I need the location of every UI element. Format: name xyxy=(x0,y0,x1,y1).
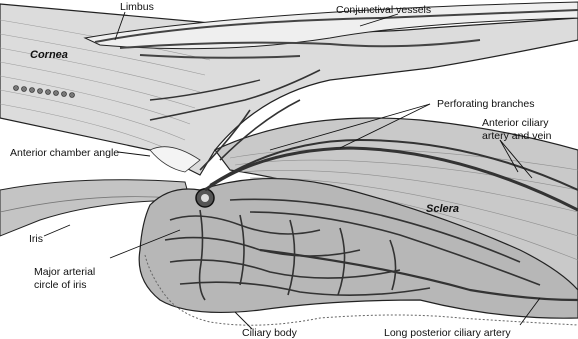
label-major-arterial-2: circle of iris xyxy=(34,279,87,291)
label-iris: Iris xyxy=(29,233,43,245)
label-anterior-ciliary-1: Anterior ciliary xyxy=(482,117,549,129)
label-major-arterial-1: Major arterial xyxy=(34,266,95,278)
label-limbus: Limbus xyxy=(120,1,154,13)
label-cornea: Cornea xyxy=(30,49,68,61)
major-arterial-lumen xyxy=(201,194,209,202)
label-sclera: Sclera xyxy=(426,203,459,215)
label-long-posterior-ciliary-artery: Long posterior ciliary artery xyxy=(384,327,511,339)
label-anterior-chamber-angle: Anterior chamber angle xyxy=(10,147,119,159)
label-anterior-ciliary-2: artery and vein xyxy=(482,130,552,142)
label-ciliary-body: Ciliary body xyxy=(242,327,298,339)
label-perforating-branches: Perforating branches xyxy=(437,98,534,110)
label-conjunctival-vessels: Conjunctival vessels xyxy=(336,4,431,16)
